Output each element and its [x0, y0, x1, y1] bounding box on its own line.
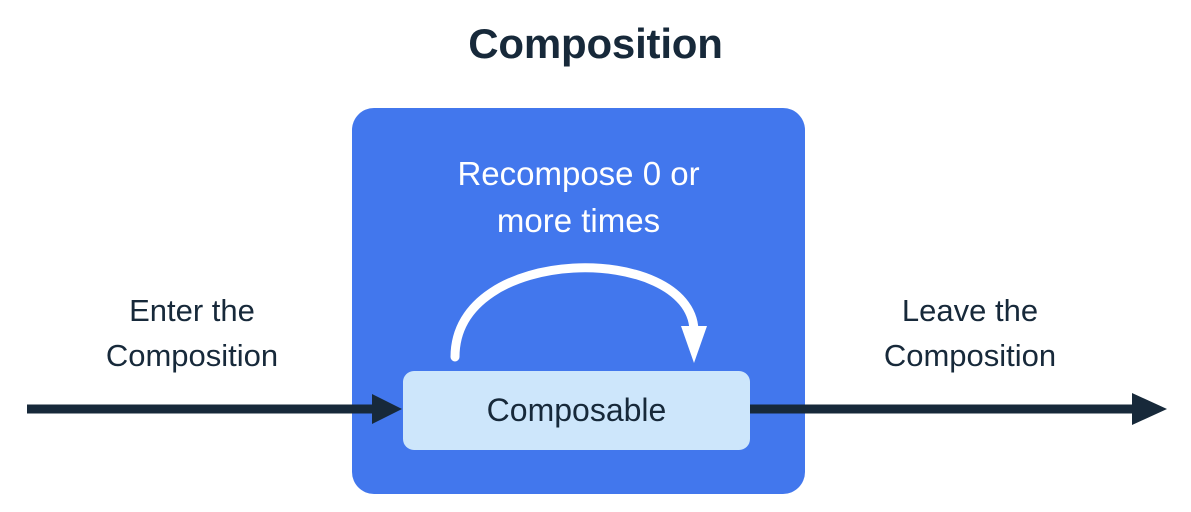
enter-label-line2: Composition — [105, 338, 279, 373]
composable-label: Composable — [486, 392, 667, 428]
composable-box — [403, 371, 750, 450]
leave-label-line1: Leave the — [901, 293, 1039, 328]
page-title: Composition — [468, 20, 723, 67]
leave-arrow-icon — [750, 393, 1167, 425]
enter-composition-label: Enter the Composition — [42, 288, 342, 378]
enter-arrow-icon — [27, 394, 402, 424]
recompose-caption-line1: Recompose 0 or — [457, 155, 700, 192]
leave-label-line2: Composition — [883, 338, 1057, 373]
enter-label-line1: Enter the — [129, 293, 255, 328]
recompose-caption-line2: more times — [496, 202, 661, 239]
leave-composition-label: Leave the Composition — [820, 288, 1120, 378]
recompose-caption: Recompose 0 or more times — [352, 150, 805, 244]
